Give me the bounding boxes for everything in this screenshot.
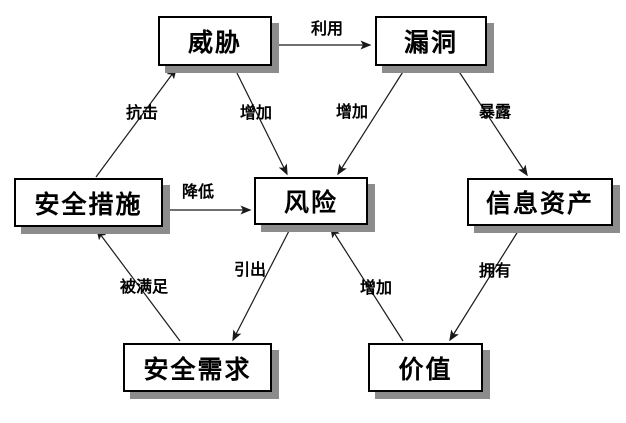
edge-increase-by-value-arrow xyxy=(330,226,404,342)
edge-label-increase-by-threat: 增加 xyxy=(239,103,273,122)
edge-label-exploit: 利用 xyxy=(310,19,344,38)
edge-label-increase-by-value: 增加 xyxy=(359,278,393,297)
edge-derive-arrow xyxy=(232,226,292,342)
edge-label-be-satisfied: 被满足 xyxy=(119,277,169,296)
edge-increase-by-threat-arrow xyxy=(233,66,288,176)
edge-label-resist: 抗击 xyxy=(125,103,159,122)
edge-resist-arrow xyxy=(95,67,177,178)
edge-label-reduce: 降低 xyxy=(181,182,215,201)
edge-expose-arrow xyxy=(455,66,528,177)
edge-possess-arrow xyxy=(449,227,521,342)
edge-label-derive: 引出 xyxy=(233,260,267,279)
edge-increase-by-vulnerability-arrow xyxy=(337,66,407,176)
edge-label-expose: 暴露 xyxy=(478,102,512,121)
edge-be-satisfied-arrow xyxy=(96,228,181,342)
node-threat: 威胁 xyxy=(158,16,272,66)
node-information-assets: 信息资产 xyxy=(467,178,613,226)
edge-label-possess: 拥有 xyxy=(478,261,512,280)
node-vulnerability: 漏洞 xyxy=(375,16,487,66)
node-security-requirements: 安全需求 xyxy=(123,343,272,392)
edge-label-increase-by-vulnerability: 增加 xyxy=(335,102,369,121)
node-risk: 风险 xyxy=(254,177,368,225)
node-value: 价值 xyxy=(368,343,483,392)
node-security-measures: 安全措施 xyxy=(14,178,163,227)
